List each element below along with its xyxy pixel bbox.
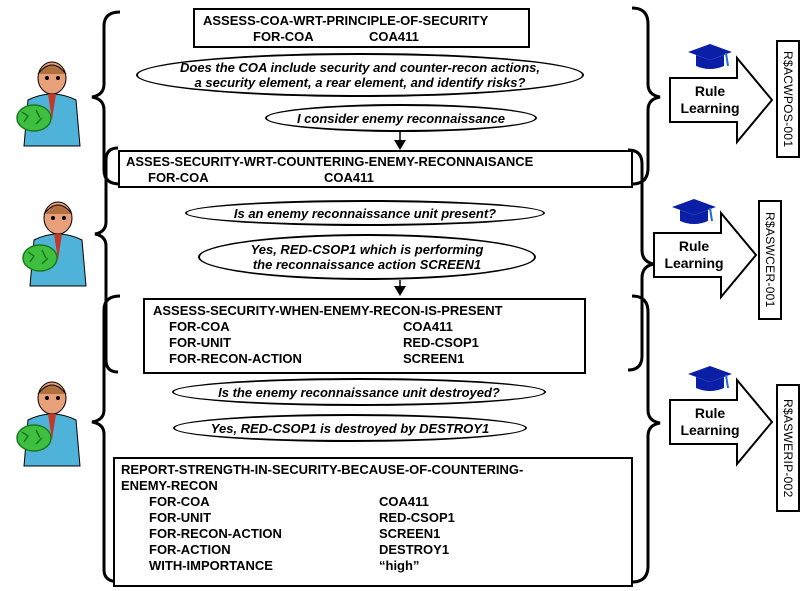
feature-row: FOR-COA COA411: [203, 29, 528, 45]
feature-key: FOR-UNIT: [169, 335, 232, 350]
question-ellipse: Is an enemy reconnaissance unit present?: [185, 200, 545, 226]
rule-learning-line: Rule: [678, 238, 710, 254]
task-title-text: ASSESS-SECURITY-WHEN-ENEMY-RECON-IS-PRES…: [153, 303, 503, 318]
rule-id-box: R$ASWERIP-002: [776, 384, 800, 512]
feature-row: FOR-COA COA411: [126, 170, 631, 186]
rule-id-box: R$ASWCER-001: [758, 200, 782, 320]
graduation-cap-icon: [672, 44, 732, 391]
feature-key: FOR-COA: [148, 170, 209, 185]
feature-key: FOR-ACTION: [149, 542, 231, 557]
feature-row: FOR-RECON-ACTION SCREEN1: [153, 351, 584, 367]
expert-with-money-icon: [16, 61, 87, 467]
answer-ellipse: Yes, RED-CSOP1 is destroyed by DESTROY1: [173, 414, 527, 442]
feature-value: COA411: [369, 29, 419, 44]
feature-row: FOR-ACTION DESTROY1: [121, 542, 631, 558]
feature-value: COA411: [403, 319, 453, 334]
ellipse-line: I consider enemy reconnaissance: [296, 110, 506, 126]
feature-value: “high”: [379, 558, 420, 573]
feature-key: FOR-RECON-ACTION: [169, 351, 302, 366]
rule-learning-label: Rule Learning: [670, 83, 750, 117]
task-title: ASSESS-SECURITY-WHEN-ENEMY-RECON-IS-PRES…: [153, 303, 584, 319]
ellipse-line: Is the enemy reconnaissance unit destroy…: [218, 384, 500, 400]
answer-ellipse: I consider enemy reconnaissance: [265, 104, 537, 132]
feature-key: FOR-UNIT: [149, 510, 212, 525]
feature-value: RED-CSOP1: [403, 335, 479, 350]
feature-key: FOR-RECON-ACTION: [149, 526, 282, 541]
question-ellipse: Does the COA include security and counte…: [136, 53, 584, 97]
block-arrow-icon: [653, 55, 774, 467]
feature-key: FOR-COA: [253, 29, 314, 44]
rule-id-box: R$ACWPOS-001: [776, 40, 800, 158]
feature-value: COA411: [379, 494, 429, 509]
left-brackets: [91, 10, 121, 584]
ellipse-line: a security element, a rear element, and …: [194, 75, 526, 90]
task-box-4: REPORT-STRENGTH-IN-SECURITY-BECAUSE-OF-C…: [113, 457, 633, 587]
rule-learning-line: Learning: [680, 422, 740, 438]
feature-value: RED-CSOP1: [379, 510, 455, 525]
task-title-text: ASSES-SECURITY-WRT-COUNTERING-ENEMY-RECO…: [126, 154, 534, 169]
feature-value: SCREEN1: [403, 351, 465, 366]
task-box-1: ASSESS-COA-WRT-PRINCIPLE-OF-SECURITY FOR…: [193, 8, 530, 48]
rule-learning-line: Learning: [680, 100, 740, 116]
rule-id-text: R$ASWCER-001: [763, 212, 777, 308]
rule-learning-line: Learning: [664, 255, 724, 271]
feature-row: FOR-COA COA411: [121, 494, 631, 510]
feature-row: FOR-UNIT RED-CSOP1: [121, 510, 631, 526]
answer-ellipse: Yes, RED-CSOP1 which is performing the r…: [198, 234, 536, 280]
task-box-3: ASSESS-SECURITY-WHEN-ENEMY-RECON-IS-PRES…: [143, 298, 586, 374]
task-title: REPORT-STRENGTH-IN-SECURITY-BECAUSE-OF-C…: [121, 462, 631, 478]
feature-value: COA411: [324, 170, 374, 185]
feature-row: FOR-UNIT RED-CSOP1: [153, 335, 584, 351]
feature-row: FOR-RECON-ACTION SCREEN1: [121, 526, 631, 542]
ellipse-line: Does the COA include security and counte…: [180, 60, 540, 75]
task-title: ENEMY-RECON: [121, 478, 631, 494]
feature-row: FOR-COA COA411: [153, 319, 584, 335]
task-box-2: ASSES-SECURITY-WRT-COUNTERING-ENEMY-RECO…: [118, 150, 633, 188]
rule-learning-line: Rule: [694, 83, 726, 99]
feature-value: DESTROY1: [379, 542, 450, 557]
task-title: ASSESS-COA-WRT-PRINCIPLE-OF-SECURITY: [203, 13, 528, 29]
task-title-text: REPORT-STRENGTH-IN-SECURITY-BECAUSE-OF-C…: [121, 462, 524, 477]
task-title-text: ENEMY-RECON: [121, 478, 218, 493]
rule-learning-label: Rule Learning: [670, 405, 750, 439]
ellipse-line: Is an enemy reconnaissance unit present?: [233, 205, 497, 221]
rule-id-text: R$ACWPOS-001: [781, 50, 795, 148]
ellipse-line: the reconnaissance action SCREEN1: [252, 257, 482, 272]
rule-learning-label: Rule Learning: [654, 238, 734, 272]
feature-key: FOR-COA: [169, 319, 230, 334]
feature-key: WITH-IMPORTANCE: [149, 558, 273, 573]
ellipse-line: Yes, RED-CSOP1 which is performing: [250, 242, 484, 257]
feature-key: FOR-COA: [149, 494, 210, 509]
rule-id-text: R$ASWERIP-002: [781, 398, 795, 498]
feature-row: WITH-IMPORTANCE “high”: [121, 558, 631, 574]
rule-learning-line: Rule: [694, 405, 726, 421]
task-title-text: ASSESS-COA-WRT-PRINCIPLE-OF-SECURITY: [203, 13, 489, 28]
task-title: ASSES-SECURITY-WRT-COUNTERING-ENEMY-RECO…: [126, 154, 631, 170]
ellipse-line: Yes, RED-CSOP1 is destroyed by DESTROY1: [210, 420, 490, 436]
question-ellipse: Is the enemy reconnaissance unit destroy…: [172, 378, 546, 406]
feature-value: SCREEN1: [379, 526, 441, 541]
